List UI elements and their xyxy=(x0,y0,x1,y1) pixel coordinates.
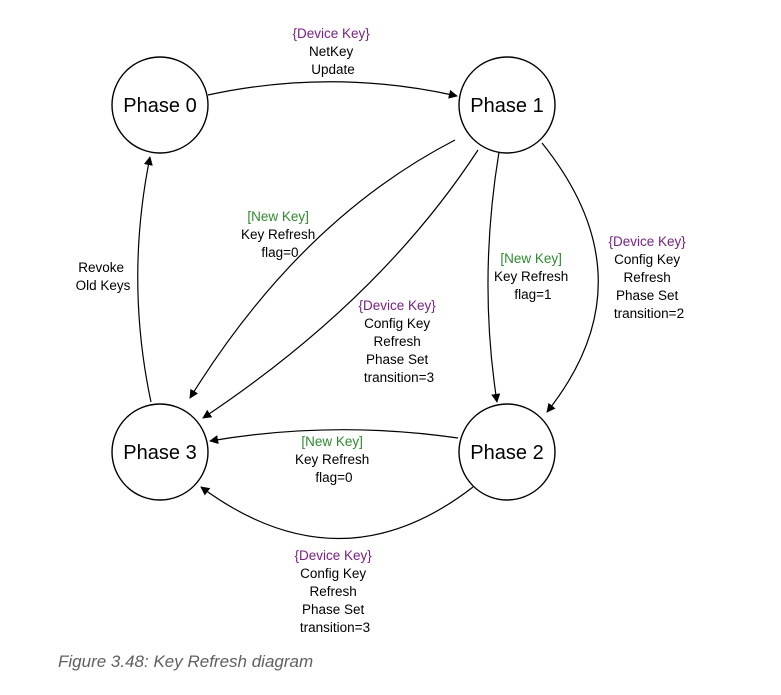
edge-label-revoke-old-keys: Revoke Old Keys xyxy=(76,260,131,293)
node-phase-2: Phase 2 xyxy=(458,403,556,501)
edge-phase0-to-phase1 xyxy=(207,81,458,99)
edge-label-phase1-phase3-config: {Device Key} Config Key Refresh Phase Se… xyxy=(358,298,439,385)
edge-label-line: Config Key xyxy=(300,566,366,581)
edge-label-line: NetKey xyxy=(309,44,354,59)
edge-label-line: [New Key] xyxy=(247,209,309,224)
edge-label-phase1-phase2-config: {Device Key} Config Key Refresh Phase Se… xyxy=(608,234,689,321)
edge-phase1-to-phase2-config xyxy=(541,142,599,413)
edge-label-line: Phase Set xyxy=(366,352,429,367)
node-phase-3: Phase 3 xyxy=(111,403,209,501)
edge-label-line: flag=1 xyxy=(514,287,551,302)
edge-label-line: Revoke xyxy=(78,260,124,275)
edge-label-line: {Device Key} xyxy=(608,234,686,249)
edge-label-line: Update xyxy=(311,62,355,77)
node-phase-1: Phase 1 xyxy=(458,56,556,154)
edge-label-line: {Device Key} xyxy=(294,548,372,563)
edge-label-line: [New Key] xyxy=(500,251,562,266)
edge-label-line: Phase Set xyxy=(616,288,679,303)
edge-label-line: transition=2 xyxy=(614,306,684,321)
edge-label-line: Refresh xyxy=(623,270,670,285)
edge-label-phase1-phase2-flag: [New Key] Key Refresh flag=1 xyxy=(494,251,572,302)
edge-label-phase2-phase3-config: {Device Key} Config Key Refresh Phase Se… xyxy=(294,548,375,635)
edge-phase1-to-phase3-flag xyxy=(189,139,456,399)
edge-label-line: Config Key xyxy=(614,252,680,267)
edge-phase3-to-phase0 xyxy=(137,156,153,403)
key-refresh-diagram: Phase 0 Phase 1 Phase 2 Phase 3 {Device … xyxy=(76,26,689,635)
edge-label-line: {Device Key} xyxy=(292,26,370,41)
figure-caption: Figure 3.48: Key Refresh diagram xyxy=(58,652,314,671)
edge-label-line: Key Refresh xyxy=(494,269,568,284)
edge-label-netkey-update: {Device Key} NetKey Update xyxy=(292,26,373,77)
edge-label-line: flag=0 xyxy=(315,470,352,485)
edge-label-line: {Device Key} xyxy=(358,298,436,313)
edge-phase2-to-phase3-flag xyxy=(209,429,459,445)
edge-label-line: transition=3 xyxy=(300,620,370,635)
edge-label-line: Key Refresh xyxy=(295,452,369,467)
node-label: Phase 1 xyxy=(470,95,543,117)
edge-label-line: transition=3 xyxy=(364,370,434,385)
node-label: Phase 2 xyxy=(470,442,543,464)
edge-phase2-to-phase3-config xyxy=(200,486,474,540)
edge-phase1-to-phase2-flag xyxy=(487,151,501,403)
edge-label-phase2-phase3-flag: [New Key] Key Refresh flag=0 xyxy=(295,434,373,485)
edge-label-line: Refresh xyxy=(373,334,420,349)
edge-label-line: flag=0 xyxy=(261,245,298,260)
edge-label-line: Phase Set xyxy=(302,602,365,617)
edge-label-line: Refresh xyxy=(309,584,356,599)
node-label: Phase 0 xyxy=(123,95,196,117)
edge-label-line: Old Keys xyxy=(76,278,131,293)
node-phase-0: Phase 0 xyxy=(111,56,209,154)
edge-label-line: [New Key] xyxy=(301,434,363,449)
edge-label-line: Config Key xyxy=(364,316,430,331)
node-label: Phase 3 xyxy=(123,442,196,464)
edge-label-phase1-phase3-flag: [New Key] Key Refresh flag=0 xyxy=(241,209,319,260)
edge-label-line: Key Refresh xyxy=(241,227,315,242)
edge-phase1-to-phase3-config xyxy=(202,149,479,419)
